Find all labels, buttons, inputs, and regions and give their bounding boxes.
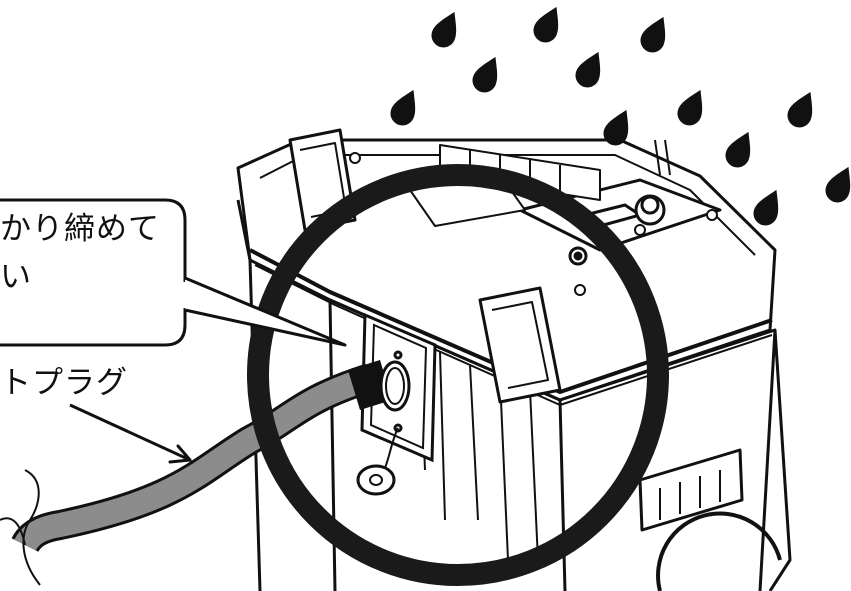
callout-text-line2: い [0,262,32,293]
raindrop-icon [387,85,425,130]
raindrop-icon [530,2,568,47]
plug-label: トプラグ [0,368,128,399]
raindrop-icon [674,85,712,130]
raindrop-icon [822,162,851,207]
raindrop-icon [750,185,788,230]
raindrop-icon [784,87,822,132]
raindrop-icon [722,127,760,172]
raindrop-icon [637,12,675,57]
raindrop-icon [428,7,466,52]
raindrop-icon [469,52,507,97]
plug-arrow [70,405,190,462]
case-handle [640,450,742,530]
callout-text-line1: かり締めて [0,214,160,245]
raindrop-icon [572,47,610,92]
